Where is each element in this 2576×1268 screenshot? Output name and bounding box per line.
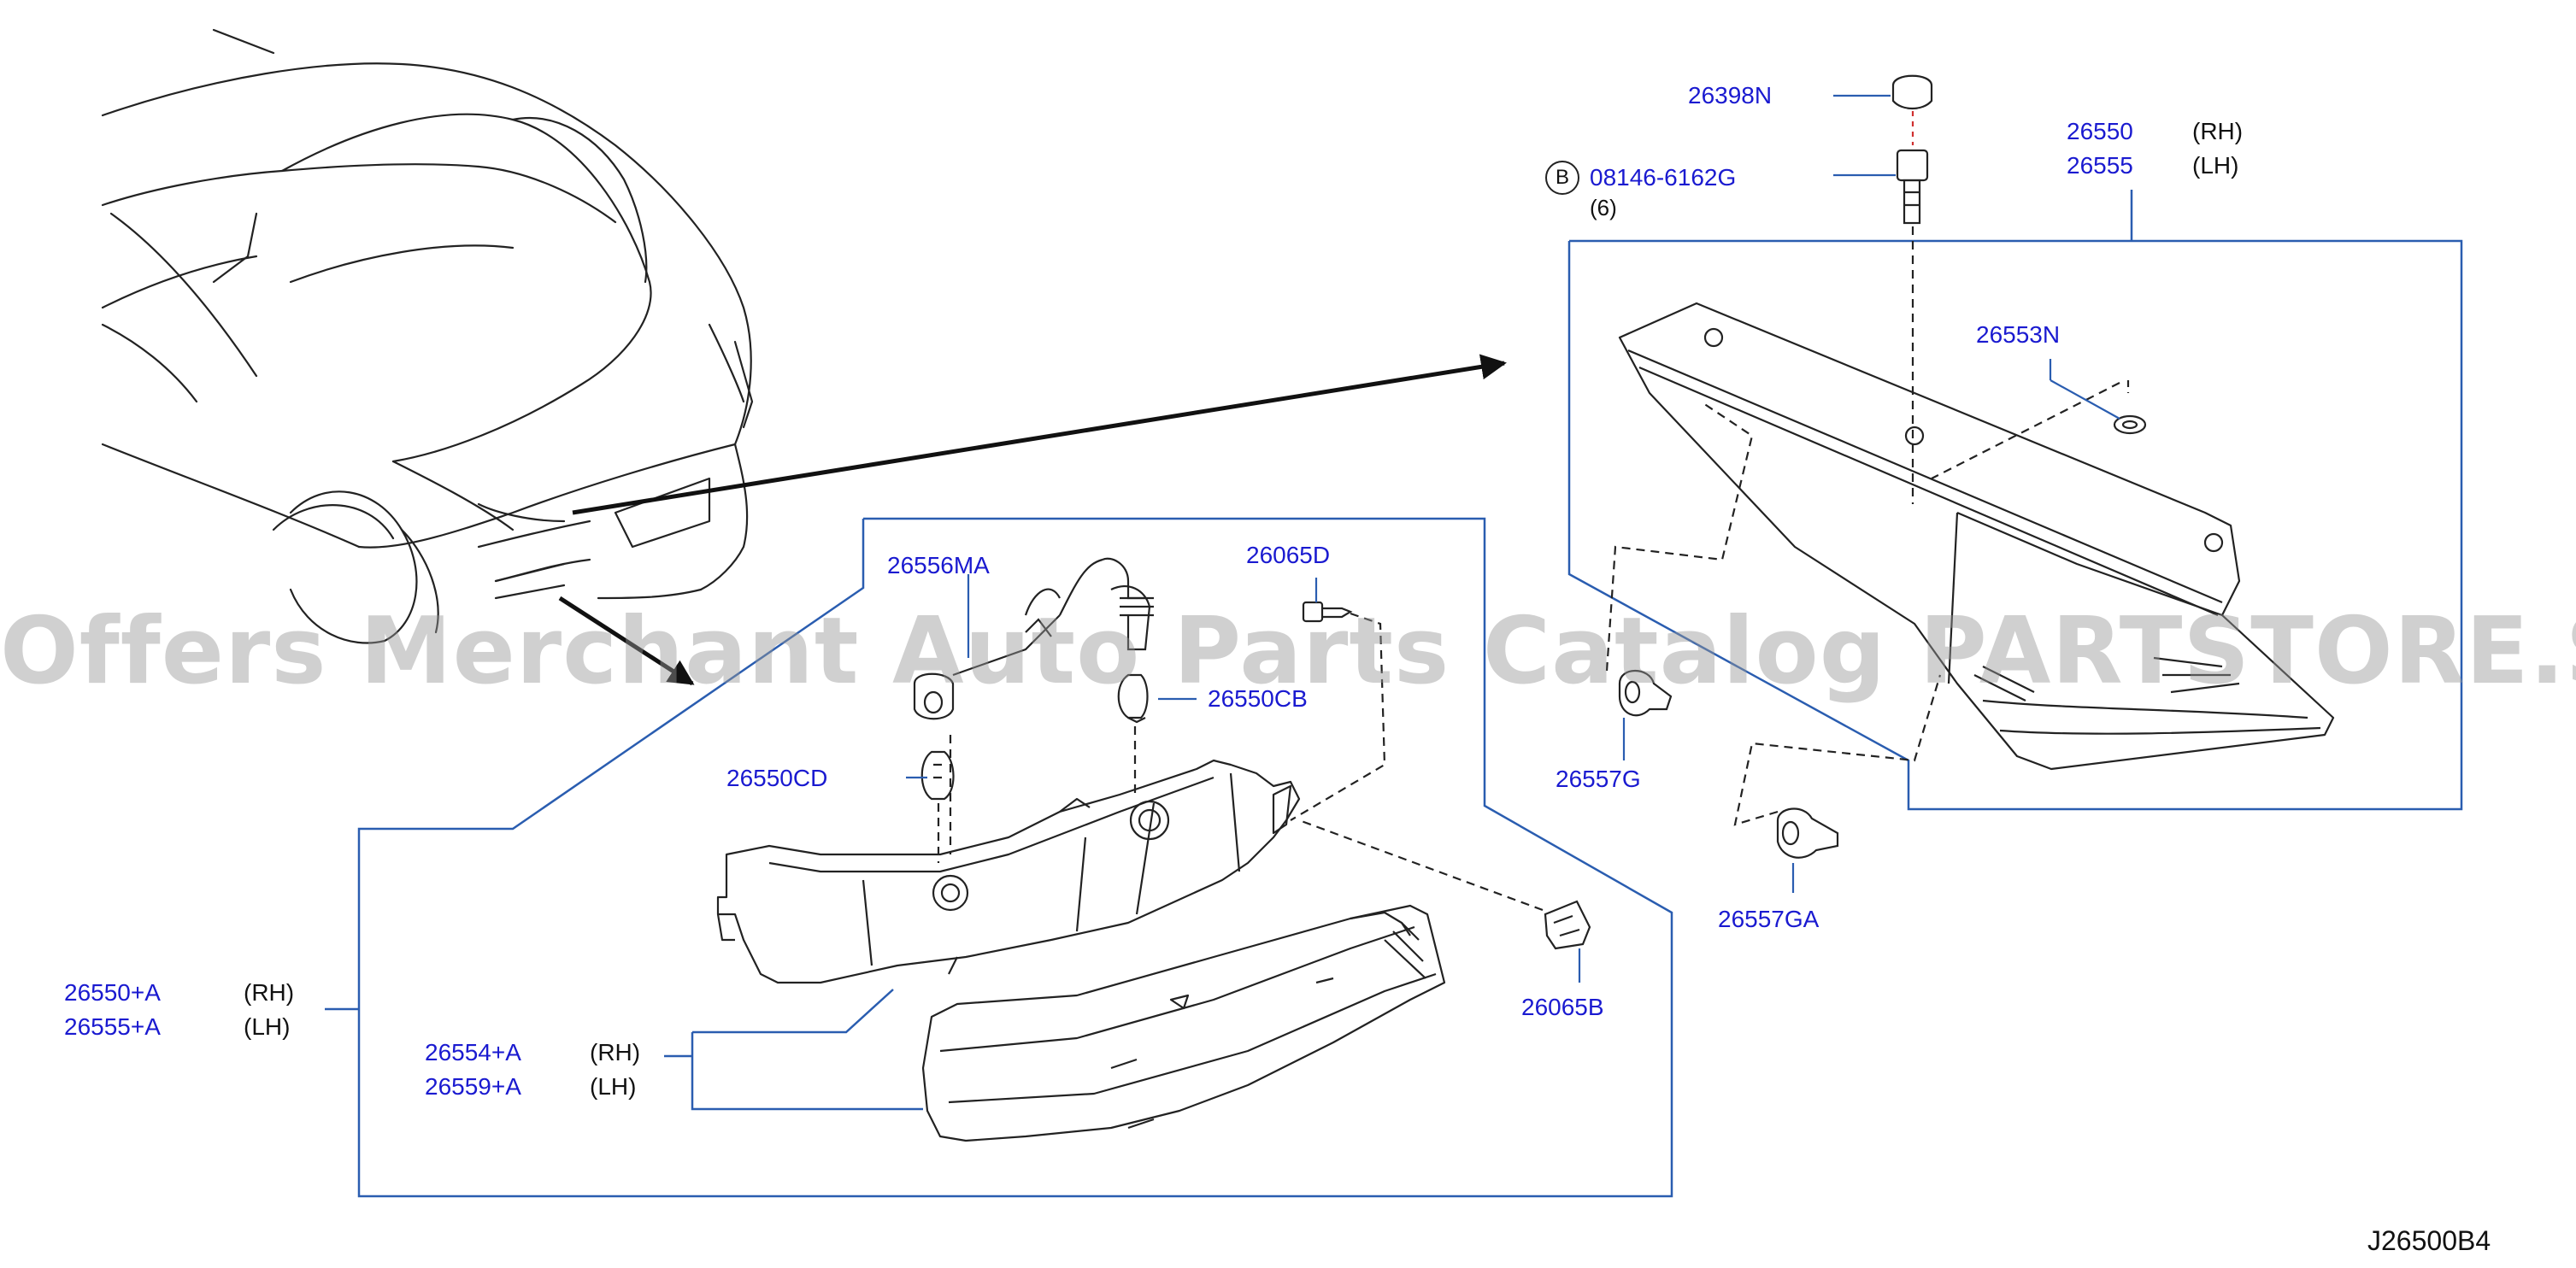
part-26557GA-socket [1733, 674, 1942, 859]
part-label-26553N[interactable]: 26553N [1976, 321, 2061, 348]
quantity-08146: (6) [1590, 195, 1617, 220]
side-lh-26555: (LH) [2192, 152, 2239, 179]
part-26065D-screw [1290, 601, 1386, 821]
part-label-26398N[interactable]: 26398N [1688, 82, 1773, 109]
bolt-type-b-marker: B [1545, 161, 1579, 195]
part-26553N-grommet [1931, 380, 2147, 479]
part-26398N-cap [1891, 74, 1933, 145]
side-rh-26550A: (RH) [244, 979, 295, 1006]
side-marker-lamp-assembly [1618, 302, 2335, 771]
part-label-08146-6162G[interactable]: 08146-6162G [1590, 164, 1737, 191]
part-label-26556MA[interactable]: 26556MA [887, 552, 990, 578]
part-label-26559A[interactable]: 26559+A [425, 1073, 521, 1100]
part-label-26555[interactable]: 26555 [2067, 152, 2133, 179]
part-label-26557GA[interactable]: 26557GA [1718, 906, 1820, 932]
leader-lines [906, 94, 2120, 983]
side-rh-26554A: (RH) [590, 1039, 641, 1065]
part-label-26550CB[interactable]: 26550CB [1208, 685, 1308, 712]
diagram-code: J26500B4 [2367, 1225, 2491, 1256]
turn-lamp-lens [921, 904, 1446, 1142]
turn-lamp-housing [716, 759, 1301, 984]
part-label-26065B[interactable]: 26065B [1521, 994, 1604, 1020]
part-label-26555A[interactable]: 26555+A [64, 1013, 161, 1040]
part-label-26550CD[interactable]: 26550CD [726, 765, 828, 791]
part-label-26550A[interactable]: 26550+A [64, 979, 161, 1006]
arrow-to-upper-panel [572, 354, 1507, 515]
part-26557G-socket [1605, 401, 1754, 717]
lower-panel-frame [325, 517, 1673, 1198]
part-label-26554A[interactable]: 26554+A [425, 1039, 521, 1065]
part-label-26065D[interactable]: 26065D [1246, 542, 1331, 568]
part-26550CD-socket [920, 750, 955, 863]
side-lh-26555A: (LH) [244, 1013, 291, 1040]
car-illustration [101, 28, 754, 644]
side-rh-26550: (RH) [2192, 118, 2244, 144]
part-label-26557G[interactable]: 26557G [1556, 766, 1641, 792]
part-26550CB-socket [1117, 673, 1149, 795]
part-08146-bolt [1896, 149, 1929, 504]
side-lh-26559A: (LH) [590, 1073, 637, 1100]
part-26065B-clip [1298, 819, 1591, 950]
arrow-to-lower-panel [558, 596, 695, 686]
part-26556MA-socket-harness [913, 557, 1154, 854]
part-label-26550[interactable]: 26550 [2067, 118, 2133, 144]
upper-panel-frame [1567, 190, 2463, 811]
